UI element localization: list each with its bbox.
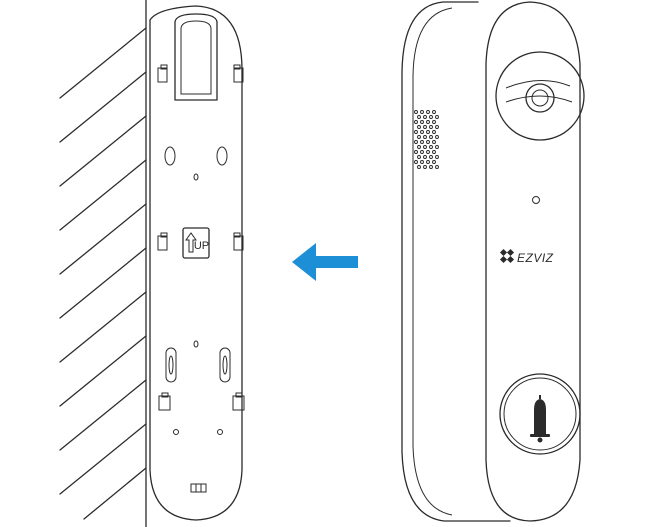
speaker-grille-hole (414, 150, 418, 154)
speaker-grille-hole (426, 130, 430, 134)
speaker-grille-hole (429, 115, 433, 119)
plate-clip-top-left (157, 64, 168, 83)
speaker-grille-hole (429, 165, 433, 169)
speaker-grille-hole (432, 150, 436, 154)
speaker-grille-hole (426, 140, 430, 144)
plate-clip-top-right (233, 64, 244, 83)
speaker-grille-hole (417, 115, 421, 119)
speaker-grille-hole (423, 155, 427, 159)
camera-sensor-band (505, 79, 571, 89)
speaker-grille-hole (435, 115, 439, 119)
speaker-grille-hole (423, 115, 427, 119)
plate-outline (149, 5, 243, 521)
speaker-grille-hole (432, 160, 436, 164)
speaker-grille-hole (429, 155, 433, 159)
plate-clip-bottom-right (232, 392, 245, 411)
speaker-grille-hole (420, 120, 424, 124)
brand-logo: EZVIZ (499, 248, 554, 265)
plate-screw-slot-lower-left (165, 347, 177, 383)
speaker-grille-hole (423, 145, 427, 149)
ezviz-logo-icon (499, 248, 515, 264)
camera-lens (525, 83, 555, 113)
speaker-grille-hole (426, 110, 430, 114)
speaker-grille-hole (432, 130, 436, 134)
speaker-grille-hole (435, 145, 439, 149)
left-arrow-icon (292, 243, 358, 281)
doorbell-button-ring (499, 373, 581, 455)
direction-arrow (292, 243, 358, 281)
speaker-grille (414, 110, 439, 169)
plate-bottom-vent (190, 483, 207, 493)
speaker-grille-hole (435, 165, 439, 169)
mounting-plate: UP (149, 5, 245, 521)
speaker-grille-hole (420, 130, 424, 134)
doorbell-front-face (485, 1, 581, 522)
plate-clip-bottom-left (158, 392, 171, 411)
speaker-grille-hole (414, 130, 418, 134)
speaker-grille-hole (414, 120, 418, 124)
speaker-grille-hole (423, 165, 427, 169)
plate-screw-slot-upper-left (164, 146, 176, 166)
plate-clip-mid-left (157, 232, 168, 251)
speaker-grille-hole (429, 125, 433, 129)
speaker-grille-hole (423, 125, 427, 129)
plate-hole-bottom-left (173, 429, 179, 435)
wall (59, 0, 147, 527)
camera-housing (495, 51, 585, 141)
speaker-grille-hole (417, 125, 421, 129)
plate-hole-lower (193, 340, 199, 348)
speaker-grille-hole (429, 135, 433, 139)
speaker-grille-hole (417, 165, 421, 169)
video-doorbell: EZVIZ (401, 1, 585, 522)
speaker-grille-hole (426, 120, 430, 124)
speaker-grille-hole (420, 110, 424, 114)
plate-hole-upper (193, 173, 199, 181)
speaker-grille-hole (420, 160, 424, 164)
doorbell-side-profile (401, 1, 511, 522)
wall-hatching (59, 27, 147, 520)
plate-hole-bottom-right (217, 429, 223, 435)
speaker-grille-hole (426, 160, 430, 164)
speaker-grille-hole (417, 135, 421, 139)
up-label: UP (194, 240, 209, 252)
speaker-grille-hole (423, 135, 427, 139)
speaker-grille-hole (420, 150, 424, 154)
bell-icon (530, 395, 550, 443)
plate-screw-slot-upper-right (216, 146, 228, 166)
up-marker-frame (182, 227, 210, 259)
speaker-grille-hole (432, 140, 436, 144)
plate-screw-slot-lower-right (219, 347, 231, 383)
brand-name: EZVIZ (517, 251, 554, 265)
speaker-grille-hole (420, 140, 424, 144)
doorbell-side-edge (412, 7, 453, 516)
speaker-grille-hole (426, 150, 430, 154)
speaker-grille-hole (417, 145, 421, 149)
plate-top-latch-inner (180, 20, 212, 95)
speaker-grille-hole (432, 120, 436, 124)
camera-lens-inner (531, 89, 549, 107)
speaker-grille-hole (432, 110, 436, 114)
microphone-hole (532, 196, 540, 204)
up-marker: UP (182, 227, 210, 259)
speaker-grille-hole (414, 140, 418, 144)
speaker-grille-hole (417, 155, 421, 159)
plate-top-latch (174, 13, 218, 101)
up-arrow-icon (185, 232, 197, 253)
speaker-grille-hole (435, 135, 439, 139)
speaker-grille-hole (429, 145, 433, 149)
speaker-grille-hole (414, 110, 418, 114)
doorbell-button (503, 377, 577, 451)
speaker-grille-hole (414, 160, 418, 164)
plate-clip-mid-right (233, 232, 244, 251)
speaker-grille-hole (435, 155, 439, 159)
speaker-grille-hole (435, 125, 439, 129)
